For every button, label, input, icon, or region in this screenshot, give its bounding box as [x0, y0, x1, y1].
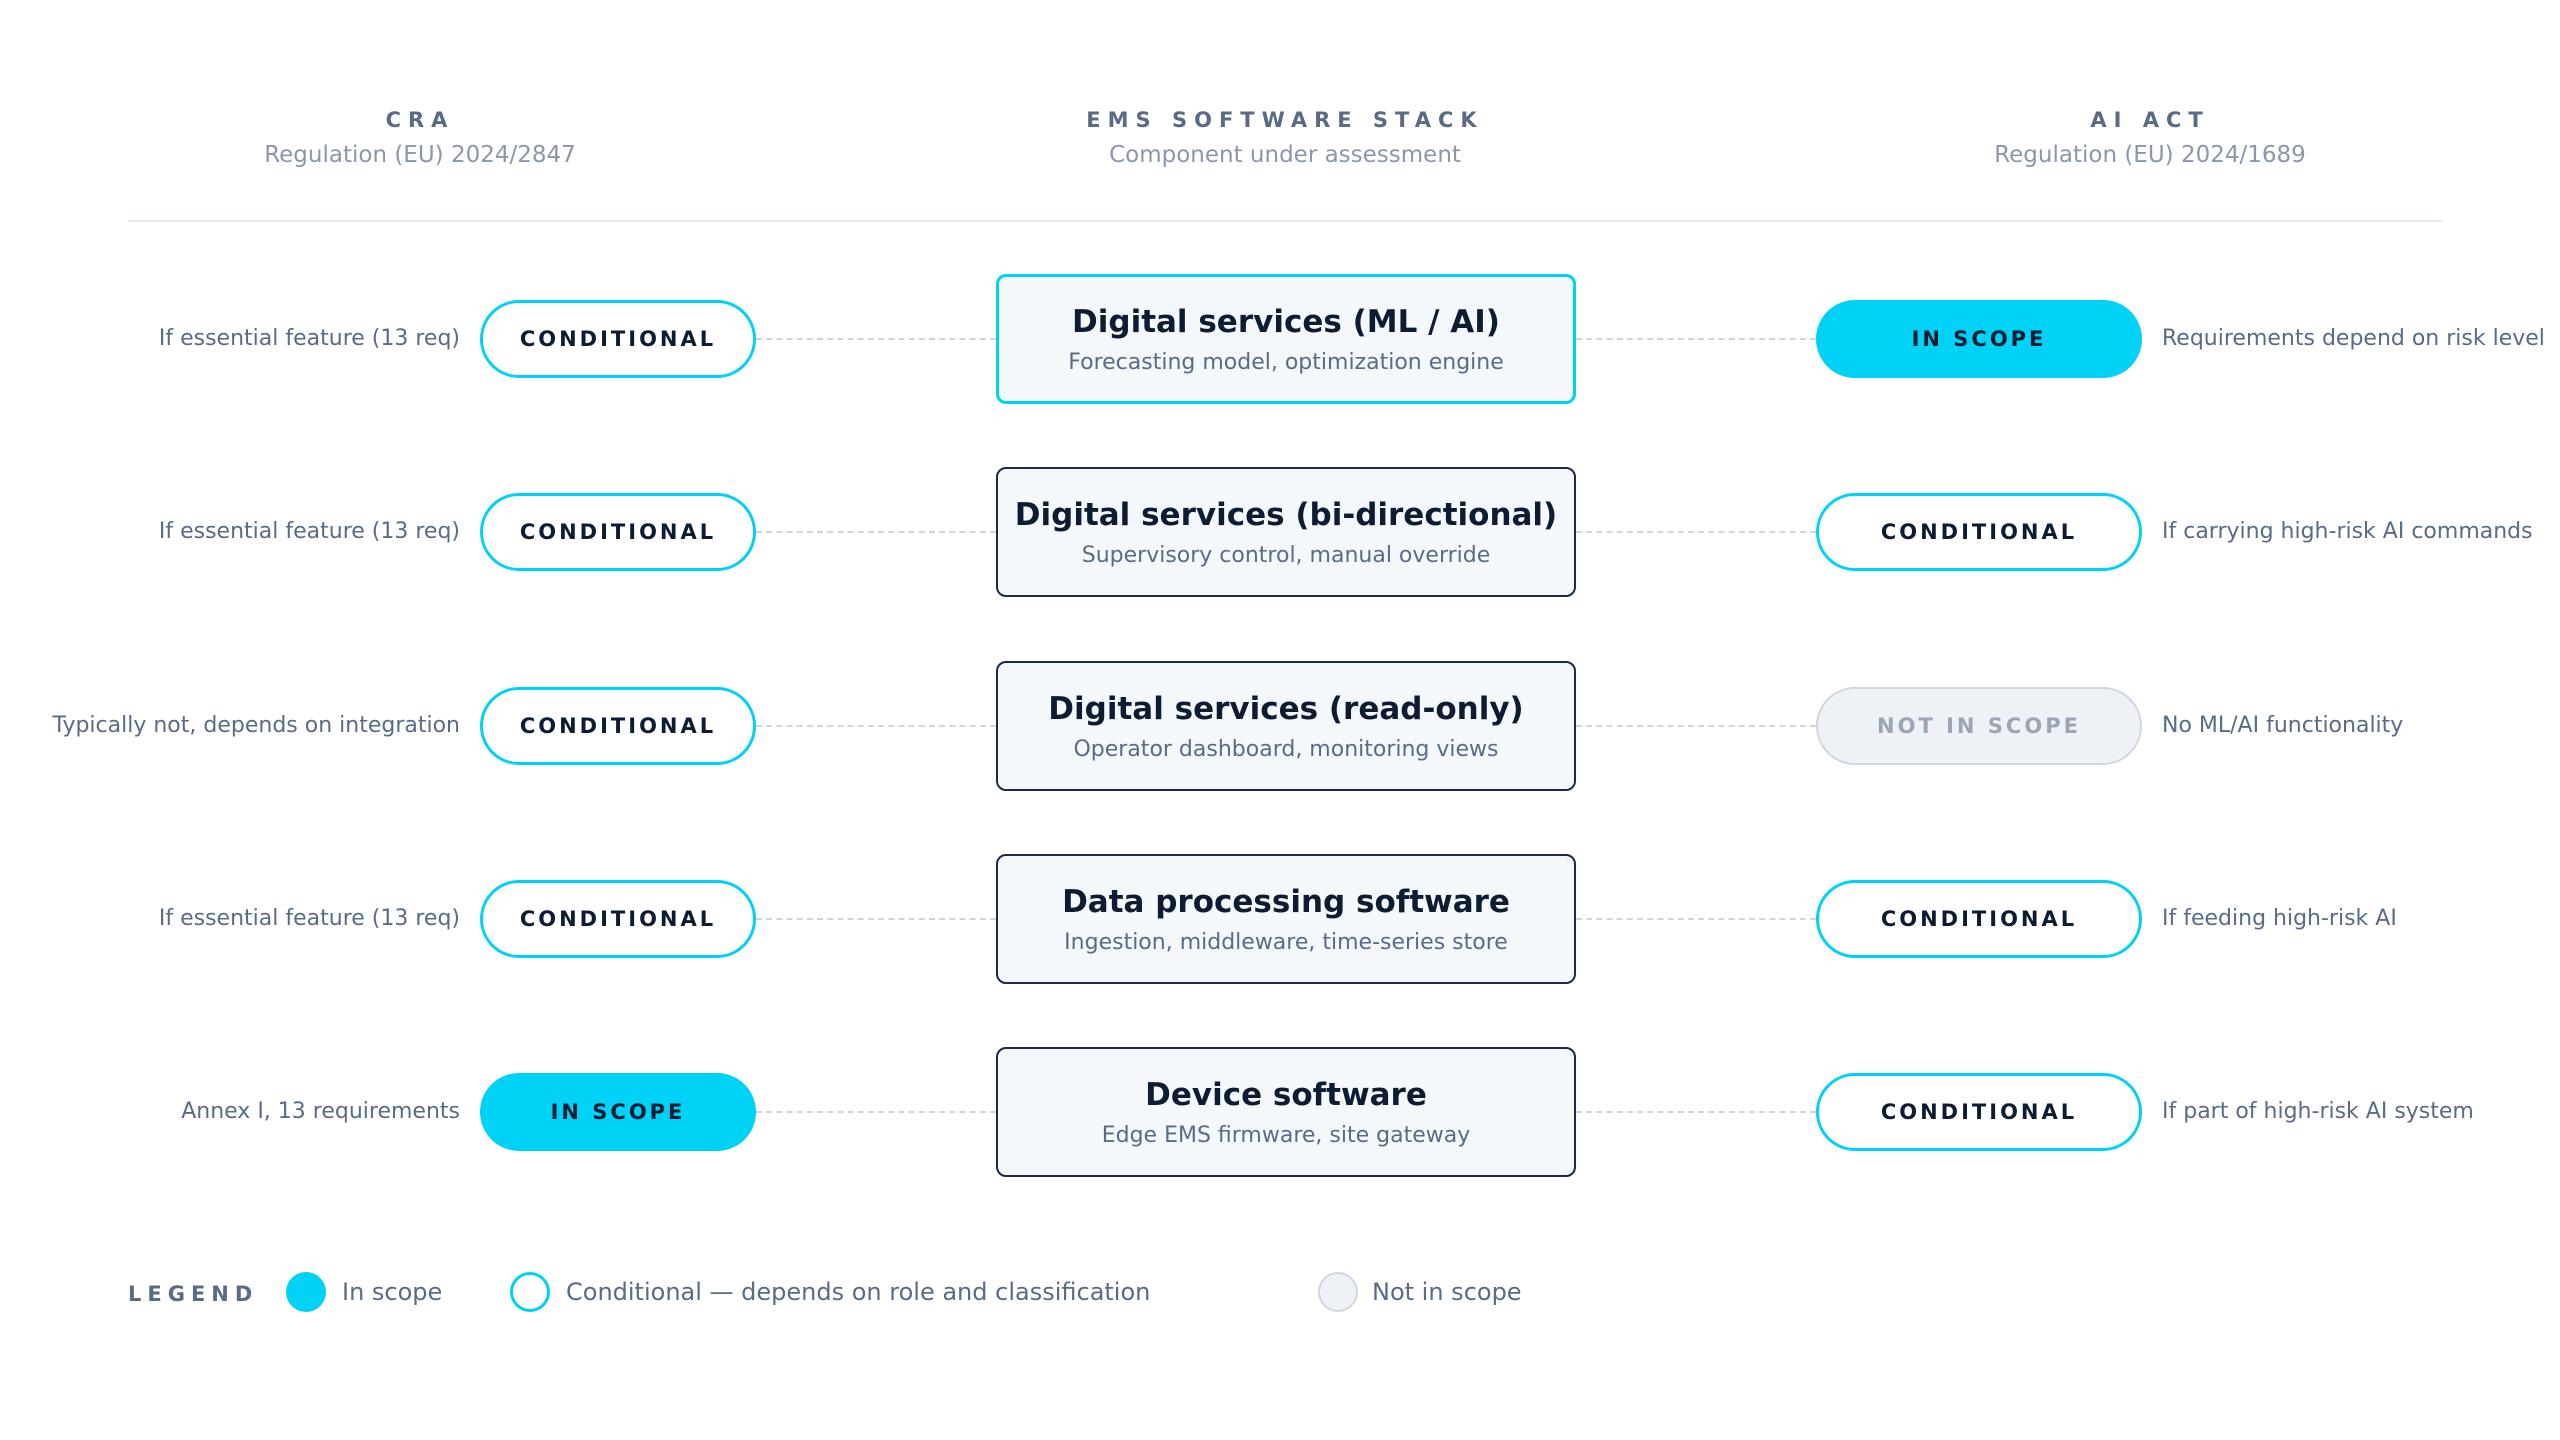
ai-act-status-pill: CONDITIONAL — [1816, 493, 2142, 571]
component-detail: Forecasting model, optimization engine — [1068, 349, 1504, 375]
cra-status-pill: CONDITIONAL — [480, 687, 756, 765]
legend-in-scope-swatch — [286, 1272, 326, 1312]
ai-act-note: If part of high-risk AI system — [2162, 1099, 2474, 1124]
component-row: If essential feature (13 req) CONDITIONAL… — [0, 274, 2560, 404]
component-name: Digital services (bi-directional) — [1014, 496, 1558, 533]
cra-status-pill: CONDITIONAL — [480, 880, 756, 958]
connector-left — [756, 725, 996, 727]
cra-status-pill: IN SCOPE — [480, 1073, 756, 1151]
cra-title: CRA — [385, 108, 455, 132]
column-header-ai-act: AI ACT Regulation (EU) 2024/1689 — [1950, 108, 2350, 168]
component-box: Digital services (bi-directional) Supervi… — [996, 467, 1576, 597]
ai-act-note: If feeding high-risk AI — [2162, 906, 2397, 931]
connector-left — [756, 531, 996, 533]
component-name: Digital services (read-only) — [1048, 690, 1524, 727]
connector-right — [1576, 918, 1816, 920]
component-name: Device software — [1145, 1076, 1427, 1113]
cra-note: Typically not, depends on integration — [52, 713, 460, 738]
legend-not-in-scope-label: Not in scope — [1372, 1278, 1522, 1306]
connector-left — [756, 338, 996, 340]
connector-right — [1576, 338, 1816, 340]
header-divider — [128, 220, 2442, 222]
cra-note: Annex I, 13 requirements — [181, 1099, 460, 1124]
legend-title: LEGEND — [128, 1282, 259, 1306]
legend: LEGEND In scope Conditional — depends on… — [128, 1270, 2428, 1314]
ems-title: EMS SOFTWARE STACK — [1086, 108, 1484, 132]
column-header-cra: CRA Regulation (EU) 2024/2847 — [220, 108, 620, 168]
ai-act-status-pill: IN SCOPE — [1816, 300, 2142, 378]
column-header-ems: EMS SOFTWARE STACK Component under asses… — [1085, 108, 1485, 168]
legend-conditional-swatch — [510, 1272, 550, 1312]
ai-act-status-pill: CONDITIONAL — [1816, 1073, 2142, 1151]
component-row: Typically not, depends on integration CON… — [0, 661, 2560, 791]
component-box: Digital services (ML / AI) Forecasting mo… — [996, 274, 1576, 404]
ai-act-status-pill: CONDITIONAL — [1816, 880, 2142, 958]
connector-right — [1576, 725, 1816, 727]
legend-not-in-scope-swatch — [1318, 1272, 1358, 1312]
ai-act-note: Requirements depend on risk level — [2162, 326, 2545, 351]
cra-note: If essential feature (13 req) — [158, 519, 460, 544]
ai-act-title: AI ACT — [2090, 108, 2210, 132]
component-row: Annex I, 13 requirements IN SCOPE Device s… — [0, 1047, 2560, 1177]
cra-note: If essential feature (13 req) — [158, 326, 460, 351]
ai-act-subtitle: Regulation (EU) 2024/1689 — [1994, 142, 2306, 168]
ai-act-status-pill: NOT IN SCOPE — [1816, 687, 2142, 765]
connector-left — [756, 1111, 996, 1113]
connector-right — [1576, 531, 1816, 533]
component-detail: Supervisory control, manual override — [1081, 542, 1491, 568]
legend-conditional-label: Conditional — depends on role and classi… — [566, 1278, 1151, 1306]
legend-in-scope-label: In scope — [342, 1278, 443, 1306]
cra-status-pill: CONDITIONAL — [480, 300, 756, 378]
component-row: If essential feature (13 req) CONDITIONAL… — [0, 467, 2560, 597]
component-detail: Ingestion, middleware, time-series store — [1064, 929, 1508, 955]
cra-subtitle: Regulation (EU) 2024/2847 — [264, 142, 576, 168]
component-box: Digital services (read-only) Operator das… — [996, 661, 1576, 791]
component-name: Data processing software — [1062, 883, 1510, 920]
component-name: Digital services (ML / AI) — [1072, 303, 1500, 340]
ems-subtitle: Component under assessment — [1109, 142, 1461, 168]
component-detail: Operator dashboard, monitoring views — [1073, 736, 1499, 762]
component-row: If essential feature (13 req) CONDITIONAL… — [0, 854, 2560, 984]
component-detail: Edge EMS firmware, site gateway — [1101, 1122, 1471, 1148]
cra-status-pill: CONDITIONAL — [480, 493, 756, 571]
cra-note: If essential feature (13 req) — [158, 906, 460, 931]
ai-act-note: No ML/AI functionality — [2162, 713, 2404, 738]
connector-left — [756, 918, 996, 920]
ai-act-note: If carrying high-risk AI commands — [2162, 519, 2533, 544]
connector-right — [1576, 1111, 1816, 1113]
